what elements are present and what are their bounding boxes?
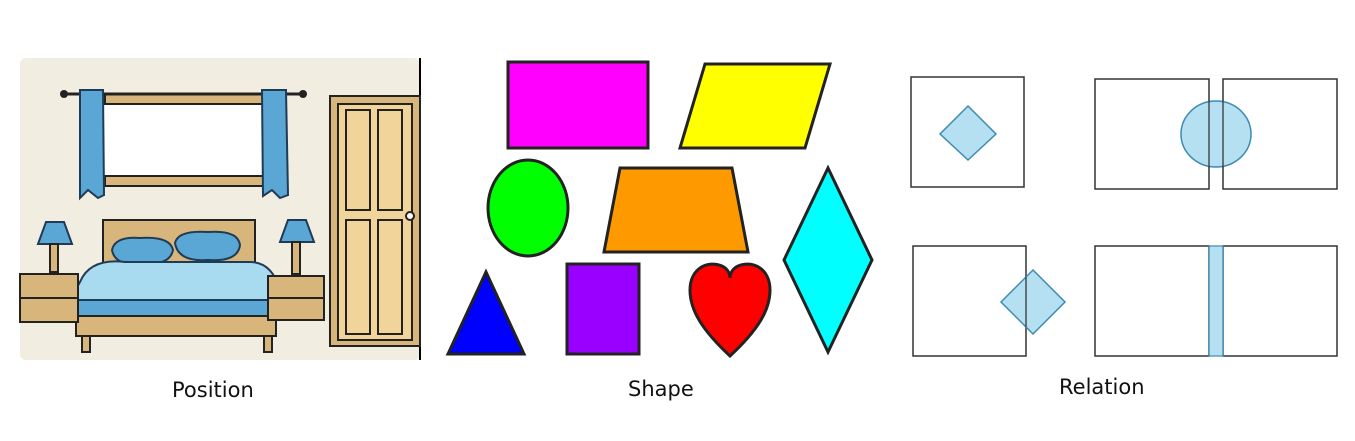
window-glass: [100, 96, 270, 186]
bed-leg-right: [263, 335, 273, 353]
pillow-right: [173, 230, 242, 262]
caption-relation: Relation: [1059, 375, 1145, 399]
door-panel-top-right: [377, 109, 403, 211]
window-bottom-frame: [104, 175, 266, 187]
door-panel-bottom-right: [377, 219, 403, 335]
triangle-shape: [445, 268, 527, 356]
shape-panel: Shape: [440, 0, 890, 441]
caption-position: Position: [172, 378, 254, 402]
diamond-shape: [782, 164, 874, 356]
door-knob: [405, 211, 415, 221]
bed-leg-left: [81, 335, 91, 353]
box-pair-b-right: [1222, 245, 1338, 357]
circle-overlap: [1180, 100, 1252, 168]
lamp-shade-right: [278, 219, 316, 243]
heart-shape: [688, 262, 772, 359]
parallelogram-shape: [677, 62, 833, 150]
relations-illustration: [910, 76, 1338, 357]
strip-between: [1208, 245, 1224, 357]
caption-shape: Shape: [628, 377, 694, 401]
curtain-right: [260, 89, 290, 200]
rectangle-shape: [506, 60, 650, 150]
box-pair-b-left: [1094, 245, 1210, 357]
door-panel-bottom-left: [345, 219, 371, 335]
shapes-illustration: [445, 60, 874, 359]
bedroom-illustration: [19, 58, 421, 360]
lamp-base-right: [291, 241, 301, 275]
circle-shape: [486, 158, 570, 258]
diamond-edge: [999, 268, 1067, 336]
lamp-base-left: [49, 243, 59, 273]
position-panel: Position: [0, 0, 430, 441]
pillow-left: [110, 236, 175, 266]
door-panel-top-left: [345, 109, 371, 211]
curtain-rod-end-right: [299, 90, 307, 98]
square-shape: [565, 262, 641, 356]
relation-panel: Relation: [895, 0, 1355, 441]
lamp-shade-left: [36, 221, 74, 245]
trapezoid-shape: [602, 166, 750, 254]
curtain-rod-end-left: [60, 90, 68, 98]
bed-frame: [75, 315, 277, 337]
curtain-left: [79, 89, 106, 201]
diamond-inside: [938, 104, 998, 162]
